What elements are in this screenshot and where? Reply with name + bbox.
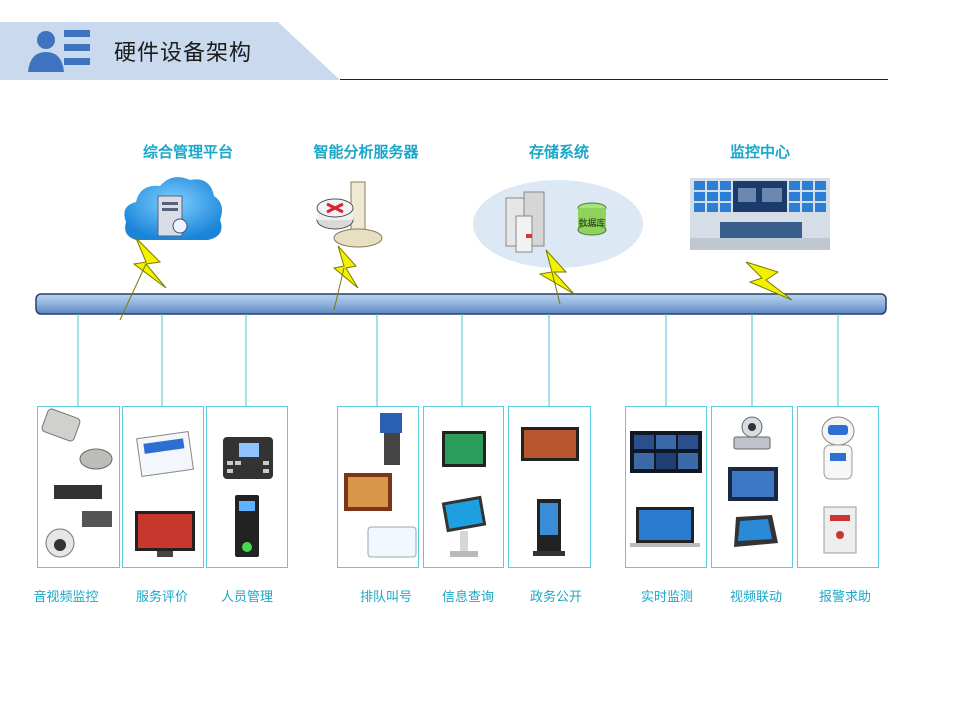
queue-kiosk-icon: [344, 413, 417, 558]
monitoring-screens-icon: [630, 431, 702, 547]
device-box-service-evaluation: [122, 406, 204, 568]
label-video-linkage: 视频联动: [729, 590, 782, 605]
lightning-icon: [538, 249, 575, 295]
lightning-icon: [745, 261, 793, 301]
evaluation-terminal-icon: [135, 431, 195, 557]
video-wall-icon: [690, 178, 830, 250]
database-label: 数据库: [578, 217, 605, 229]
video-linkage-devices-icon: [728, 416, 778, 547]
surveillance-devices-icon: [41, 408, 113, 558]
connector-lines: [77, 314, 839, 406]
label-alarm-help: 报警求助: [818, 590, 871, 605]
device-box-video-linkage: [711, 406, 793, 568]
device-box-alarm-help: [797, 406, 879, 568]
user-list-icon: [28, 30, 90, 72]
device-box-queue-calling: [337, 406, 419, 568]
device-box-real-time-monitoring: [625, 406, 707, 568]
device-box-information-query: [423, 406, 504, 568]
attendance-terminal-icon: [223, 437, 273, 557]
disclosure-screen-icon: [521, 427, 579, 556]
label-personnel-management: 人员管理: [220, 590, 273, 605]
label-information-query: 信息查询: [441, 590, 494, 605]
info-query-terminal-icon: [441, 431, 487, 557]
label-service-evaluation: 服务评价: [135, 590, 188, 605]
label-queue-calling: 排队叫号: [359, 590, 412, 605]
header-banner: [0, 22, 340, 80]
label-management-platform: 综合管理平台: [142, 143, 233, 161]
device-box-personnel-management: [206, 406, 288, 568]
label-real-time-monitoring: 实时监测: [640, 590, 693, 605]
router-server-icon: [316, 181, 383, 248]
cloud-server-icon: [124, 177, 222, 240]
storage-system-icon: 数据库: [473, 180, 643, 268]
label-analysis-server: 智能分析服务器: [313, 143, 419, 161]
page-title: 硬件设备架构: [114, 41, 253, 66]
lightning-icon: [332, 245, 359, 289]
device-box-government-disclosure: [508, 406, 591, 568]
alarm-robot-icon: [821, 416, 857, 554]
label-government-disclosure: 政务公开: [529, 590, 582, 605]
header-divider: [340, 79, 888, 80]
label-monitoring-center: 监控中心: [729, 143, 790, 161]
lightning-icon: [132, 237, 167, 289]
label-av-monitoring: 音视频监控: [33, 590, 99, 605]
label-storage-system: 存储系统: [528, 143, 589, 161]
device-box-av-monitoring: [37, 406, 120, 568]
network-backbone: [35, 293, 887, 315]
